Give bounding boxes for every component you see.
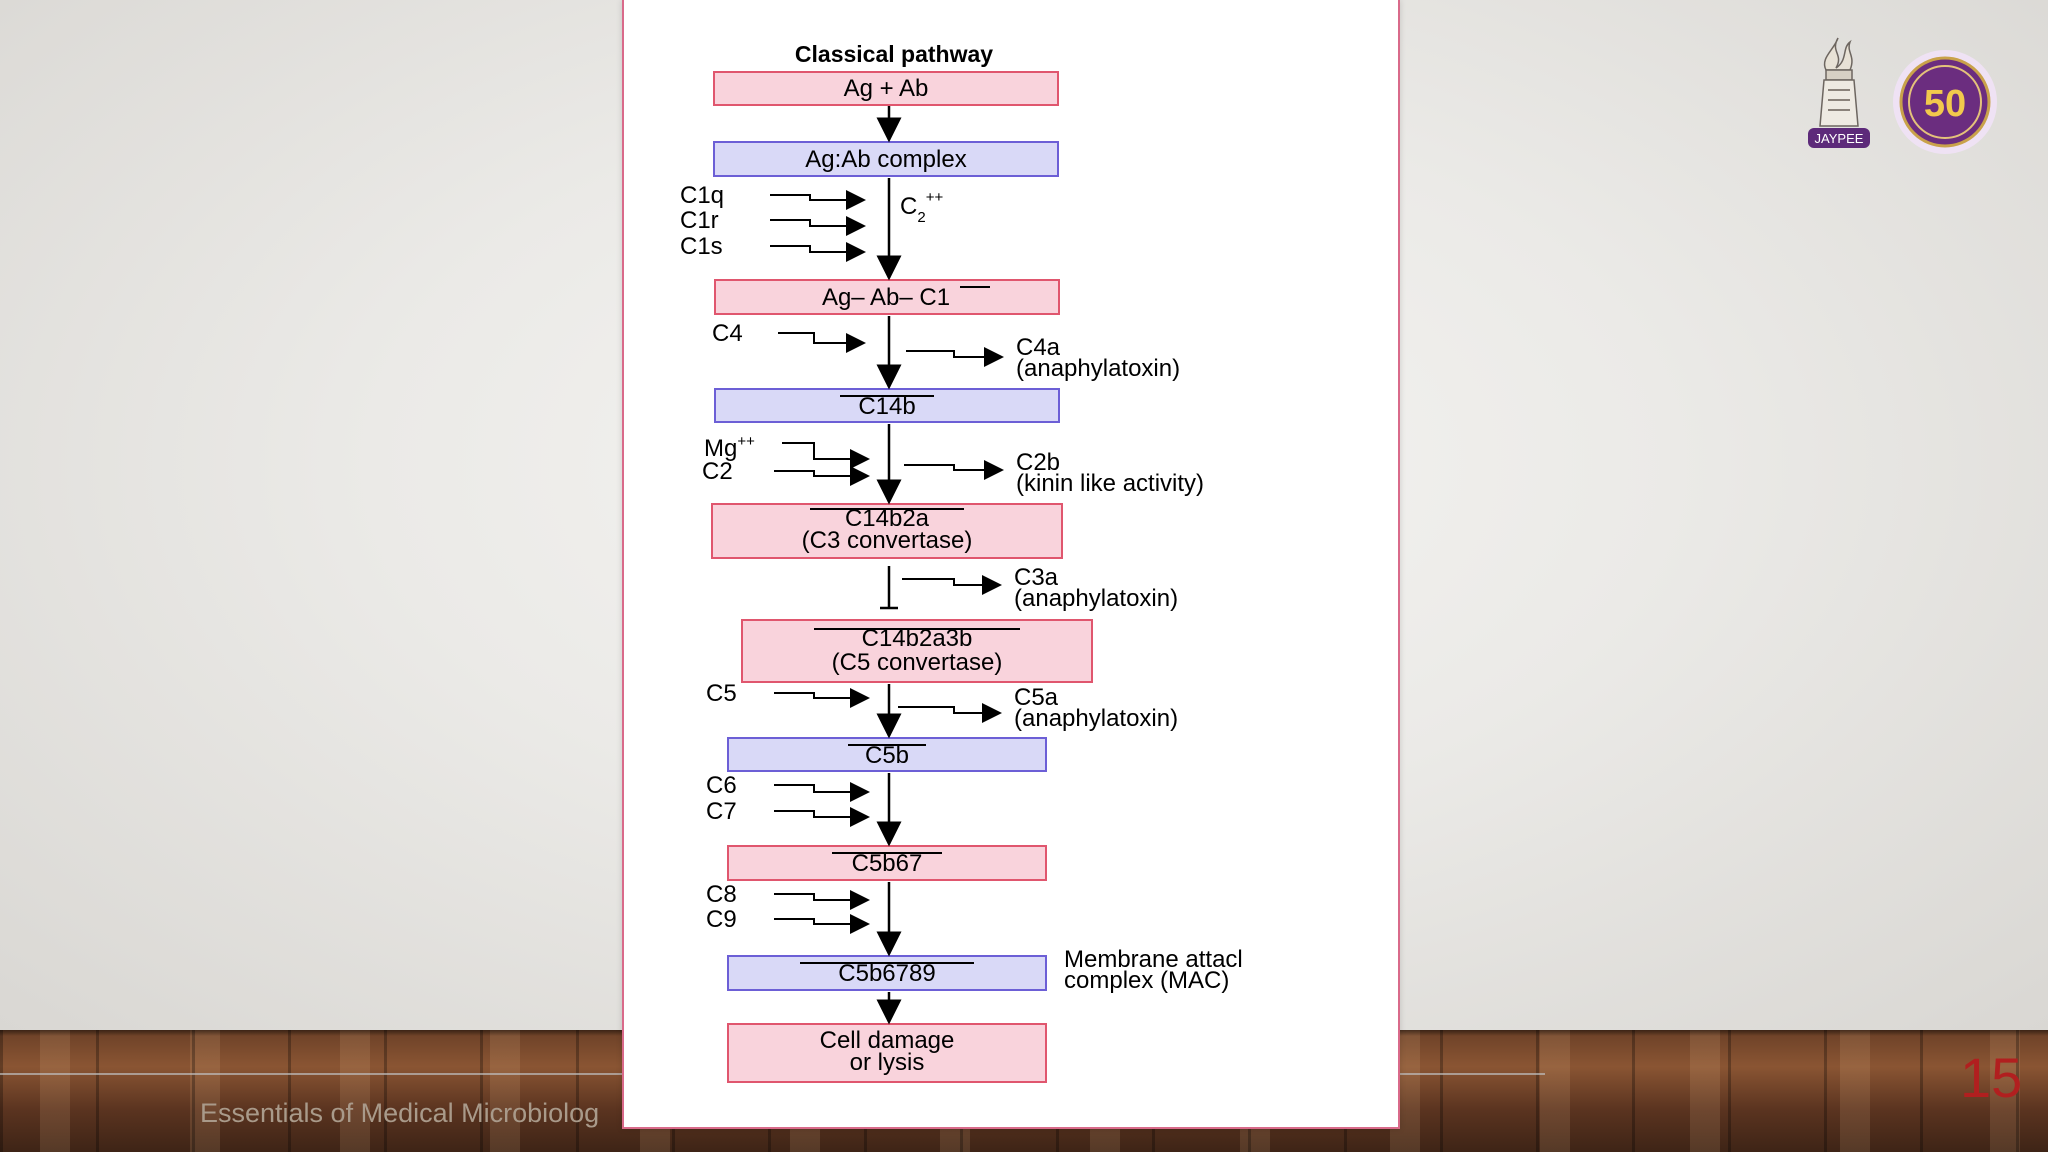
node-c5b-label: C5b (865, 742, 909, 769)
input-c9: C9 (706, 906, 737, 933)
node-c3-convertase: C14b2a (C3 convertase) (711, 503, 1063, 559)
input-arrow-c8 (774, 890, 870, 910)
diagram-panel: Classical pathway Ag + Ab Ag:Ab complex … (622, 0, 1400, 1129)
output-arrow-c3a (902, 575, 1002, 595)
input-c6: C6 (706, 772, 737, 799)
input-c1r: C1r (680, 207, 719, 234)
input-arrow-c6 (774, 782, 870, 802)
output-c5a-note: (anaphylatoxin) (1014, 705, 1178, 732)
node-lysis-line1: Cell damage (820, 1027, 955, 1054)
input-c2: C2 (702, 458, 733, 485)
output-mac-line2: complex (MAC) (1064, 967, 1229, 994)
input-c4: C4 (712, 320, 743, 347)
node-c5b67: C5b67 (727, 845, 1047, 881)
input-c7: C7 (706, 798, 737, 825)
node-ag-ab-c1: Ag– Ab– C1 (714, 279, 1060, 315)
node-mac: C5b6789 (727, 955, 1047, 991)
node-ag-ab-complex: Ag:Ab complex (713, 141, 1059, 177)
classical-pathway-diagram: Classical pathway Ag + Ab Ag:Ab complex … (680, 41, 1243, 1083)
input-arrow-mg (782, 442, 870, 469)
output-c3a-note: (anaphylatoxin) (1014, 585, 1178, 612)
jaypee-logo-icon: JAYPEE 50 (1808, 37, 1997, 154)
output-c3a: C3a (1014, 564, 1059, 591)
node-c3-convertase-label: (C3 convertase) (802, 527, 973, 554)
node-c14b: C14b (714, 388, 1060, 423)
output-c2b: C2b (1016, 449, 1060, 476)
badge-number: 50 (1924, 83, 1966, 125)
logo-label: JAYPEE (1815, 131, 1864, 146)
input-arrow-c9 (774, 914, 870, 934)
input-arrow-c2 (774, 466, 870, 486)
input-arrows (770, 190, 870, 934)
input-c1q: C1q (680, 182, 724, 209)
input-arrow-c1s (770, 242, 866, 262)
output-arrow-c5a (898, 703, 1002, 723)
input-c1s: C1s (680, 233, 723, 260)
input-c8: C8 (706, 881, 737, 908)
output-mac-line1: Membrane attacl (1064, 946, 1243, 973)
footer-text: Essentials of Medical Microbiolog (200, 1098, 600, 1128)
output-c4a-note: (anaphylatoxin) (1016, 355, 1180, 382)
cofactor-ca: C2++ (900, 189, 943, 226)
node-cell-lysis: Cell damage or lysis (727, 1023, 1047, 1083)
output-c5a: C5a (1014, 684, 1059, 711)
output-arrow-c2b (904, 460, 1004, 480)
input-arrow-c1q (770, 190, 866, 210)
input-arrow-c5 (774, 688, 870, 708)
node-c5-convertase: C14b2a3b (C5 convertase) (741, 619, 1093, 683)
node-c5b6789-label: C5b6789 (838, 960, 935, 987)
node-c5b67-label: C5b67 (852, 850, 923, 877)
main-arrows (876, 106, 902, 1025)
node-c14b-label: C14b (858, 393, 915, 420)
node-ag-ab-label: Ag + Ab (844, 75, 929, 102)
node-ag-ab: Ag + Ab (713, 71, 1059, 106)
output-c2b-note: (kinin like activity) (1016, 470, 1204, 497)
logos: JAYPEE 50 (1800, 30, 2010, 170)
output-arrow-c4a (906, 347, 1004, 367)
node-c5-convertase-label: (C5 convertase) (832, 649, 1003, 676)
input-arrow-c4 (778, 332, 866, 353)
input-arrow-c1r (770, 216, 866, 236)
node-ag-ab-complex-label: Ag:Ab complex (805, 146, 966, 173)
output-arrows (898, 347, 1004, 723)
input-mg: Mg++ (704, 433, 755, 462)
node-lysis-line2: or lysis (850, 1049, 925, 1076)
node-ag-ab-c1-label: Ag– Ab– C1 (822, 284, 950, 311)
page-number: 15 (1960, 1046, 2023, 1109)
input-c5: C5 (706, 680, 737, 707)
node-c5b: C5b (727, 737, 1047, 772)
input-arrow-c7 (774, 807, 870, 827)
output-c4a: C4a (1016, 334, 1061, 361)
diagram-title: Classical pathway (795, 41, 993, 67)
